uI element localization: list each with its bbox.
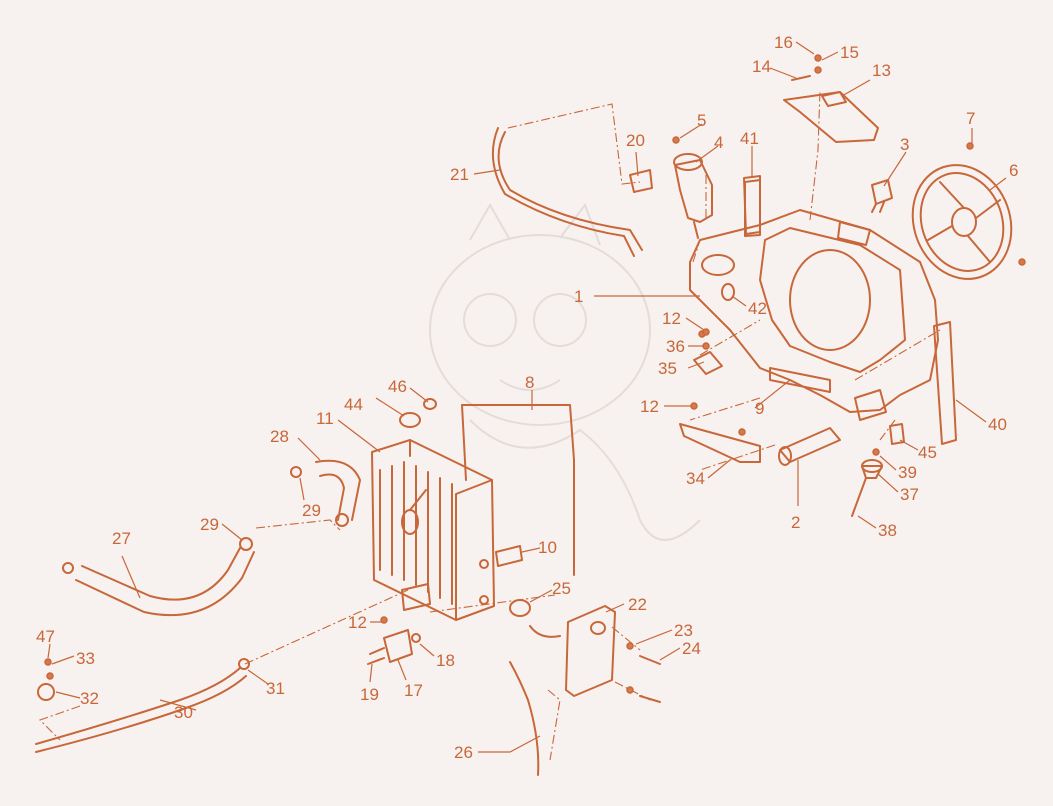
part-22-overflow-tank [565, 605, 661, 703]
part-21-upper-hose [491, 127, 653, 257]
watermark-mascot [429, 202, 701, 541]
part-35-pad [693, 330, 723, 375]
part-44-cap [399, 412, 421, 428]
callout-28: 28 [270, 427, 289, 446]
part-28-radiator-hose [290, 459, 361, 527]
callout-17: 17 [404, 681, 423, 700]
callout-33: 33 [76, 649, 95, 668]
callout-35: 35 [658, 359, 677, 378]
callout-2: 2 [791, 513, 800, 532]
callout-45: 45 [918, 443, 937, 462]
callout-6: 6 [1009, 161, 1018, 180]
part-42-plug [721, 283, 735, 301]
part-26-thin-hose [509, 661, 540, 776]
callout-18: 18 [436, 651, 455, 670]
assembly-lines [38, 89, 941, 761]
part-30-drain-hose [35, 658, 250, 753]
callout-40: 40 [988, 415, 1007, 434]
part-2-hose-fitting [778, 427, 841, 466]
part-9-bracket [769, 367, 831, 393]
leader-lines [47, 41, 1007, 753]
callout-21: 21 [450, 165, 469, 184]
callout-22: 22 [628, 595, 647, 614]
callout-30: 30 [174, 703, 193, 722]
callout-8: 8 [525, 373, 534, 392]
callout-47: 47 [36, 627, 55, 646]
part-41-strap [743, 175, 761, 235]
callout-27: 27 [112, 529, 131, 548]
part-37-mount [851, 423, 905, 517]
part-12-screws [380, 328, 710, 624]
part-46-valve [423, 398, 437, 410]
callout-24: 24 [682, 639, 701, 658]
part-25-cap [509, 599, 561, 638]
callout-1: 1 [574, 287, 583, 306]
part-11-radiator [371, 439, 495, 621]
callout-14: 14 [752, 57, 771, 76]
callout-10: 10 [538, 538, 557, 557]
callout-12-top: 12 [662, 309, 681, 328]
callout-32: 32 [80, 689, 99, 708]
part-40-strap [933, 321, 957, 445]
callout-25: 25 [552, 579, 571, 598]
callout-29-left: 29 [200, 515, 219, 534]
callout-4: 4 [714, 133, 723, 152]
callout-37: 37 [900, 485, 919, 504]
callout-12-mid: 12 [640, 397, 659, 416]
part-8-frame-rod [461, 404, 575, 576]
callout-31: 31 [266, 679, 285, 698]
callout-26: 26 [454, 743, 473, 762]
callout-42: 42 [748, 299, 767, 318]
callout-11: 11 [316, 409, 334, 428]
part-3-sensor [871, 179, 893, 213]
callout-7: 7 [966, 109, 975, 128]
callout-15: 15 [840, 43, 859, 62]
part-17-valve [367, 629, 421, 665]
callout-3: 3 [900, 135, 909, 154]
callout-46: 46 [388, 377, 407, 396]
callout-41: 41 [740, 129, 759, 148]
part-27-lower-hose [62, 537, 255, 617]
callout-13: 13 [872, 61, 891, 80]
part-13-top-bracket [783, 54, 879, 143]
callout-36: 36 [666, 337, 685, 356]
part-10-plate [495, 545, 523, 567]
callout-34: 34 [686, 469, 705, 488]
callout-5: 5 [697, 111, 706, 130]
callout-16: 16 [774, 33, 793, 52]
callout-labels: 1 2 3 4 5 6 7 8 9 10 11 12 12 12 13 14 1… [36, 33, 1018, 762]
part-6-fan [911, 142, 1026, 280]
callout-23: 23 [674, 621, 693, 640]
callout-20: 20 [626, 131, 645, 150]
part-4-pump [672, 136, 713, 239]
callout-12-bottom: 12 [348, 613, 367, 632]
callout-19: 19 [360, 685, 379, 704]
callout-9: 9 [755, 399, 764, 418]
part-34-mount-bracket [679, 423, 761, 463]
callout-39: 39 [898, 463, 917, 482]
callout-38: 38 [878, 521, 897, 540]
callout-44: 44 [344, 395, 363, 414]
callout-29-top: 29 [302, 501, 321, 520]
